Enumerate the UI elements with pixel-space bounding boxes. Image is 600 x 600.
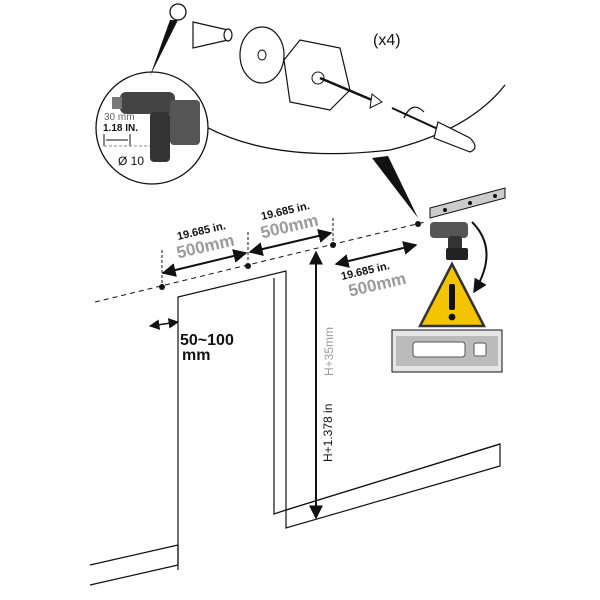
door-frame — [89, 270, 501, 586]
height-mm: H+35mm — [322, 327, 336, 376]
screw-icon — [319, 76, 383, 109]
drill-depth-in: 1.18 IN. — [103, 123, 138, 134]
detail-pointer — [372, 156, 418, 218]
dimension-arrow-2 — [248, 229, 333, 256]
warning-icon — [417, 261, 487, 328]
mounting-rail-icon — [429, 187, 506, 219]
offset-value: 50~100 — [180, 332, 234, 349]
drill-point — [415, 221, 421, 227]
drill-point — [245, 263, 251, 269]
screwdriver-icon — [391, 106, 476, 153]
drill-diameter: Ø 10 — [118, 154, 144, 168]
washer-icon — [239, 26, 285, 84]
dimension-arrow-1 — [161, 249, 248, 277]
wall-plug-icon — [192, 21, 233, 49]
mounting-block-icon — [283, 39, 351, 111]
dimension-arrow-3 — [334, 241, 418, 268]
level-icon — [391, 329, 503, 373]
offset-unit: mm — [182, 347, 210, 364]
drill-depth-mm: 30 mm — [104, 112, 135, 123]
drill-point — [159, 284, 165, 290]
drill-icon — [430, 222, 468, 260]
drill-point — [330, 242, 336, 248]
drill-icon — [112, 92, 200, 162]
ceiling-line — [94, 221, 426, 303]
height-in: H+1.378 in — [321, 404, 335, 462]
quantity-label: (x4) — [373, 32, 401, 49]
drill-detail-circle: 30 mm 1.18 IN. Ø 10 — [95, 3, 209, 185]
offset-arrow — [148, 318, 180, 330]
